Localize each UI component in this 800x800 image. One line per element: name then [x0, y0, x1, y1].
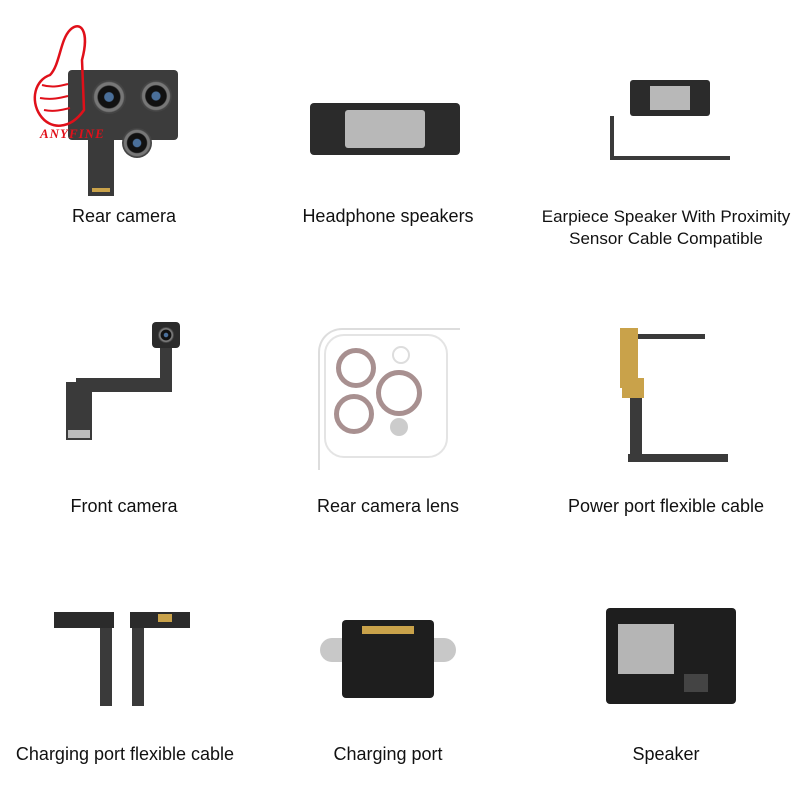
brand-logo-text: ANYFINE [40, 126, 105, 141]
rear-camera-image [68, 70, 178, 196]
headphone-speaker-image [310, 95, 460, 165]
speaker-image [596, 608, 744, 708]
product-label-rear-camera-lens: Rear camera lens [316, 496, 460, 516]
product-label-headphone-speakers: Headphone speakers [302, 206, 474, 226]
camera-lens-image [318, 328, 460, 470]
charging-flex-cable-image [54, 608, 194, 708]
product-label-earpiece-speaker-line2: Sensor Cable Compatible [569, 229, 763, 248]
product-label-charging-port: Charging port [333, 744, 443, 764]
charging-port-image [320, 620, 456, 700]
product-label-front-camera: Front camera [70, 496, 178, 516]
product-label-earpiece-speaker-line1: Earpiece Speaker With Proximity [541, 207, 791, 226]
product-label-power-port-flexible-cable: Power port flexible cable [567, 496, 765, 516]
product-label-speaker: Speaker [632, 744, 700, 764]
earpiece-speaker-image [600, 80, 740, 180]
product-label-rear-camera: Rear camera [71, 206, 177, 226]
front-camera-image [66, 322, 196, 442]
product-label-charging-port-flexible-cable: Charging port flexible cable [15, 744, 235, 764]
brand-logo-thumbs-up [33, 25, 87, 127]
power-flex-cable-image [600, 328, 740, 468]
